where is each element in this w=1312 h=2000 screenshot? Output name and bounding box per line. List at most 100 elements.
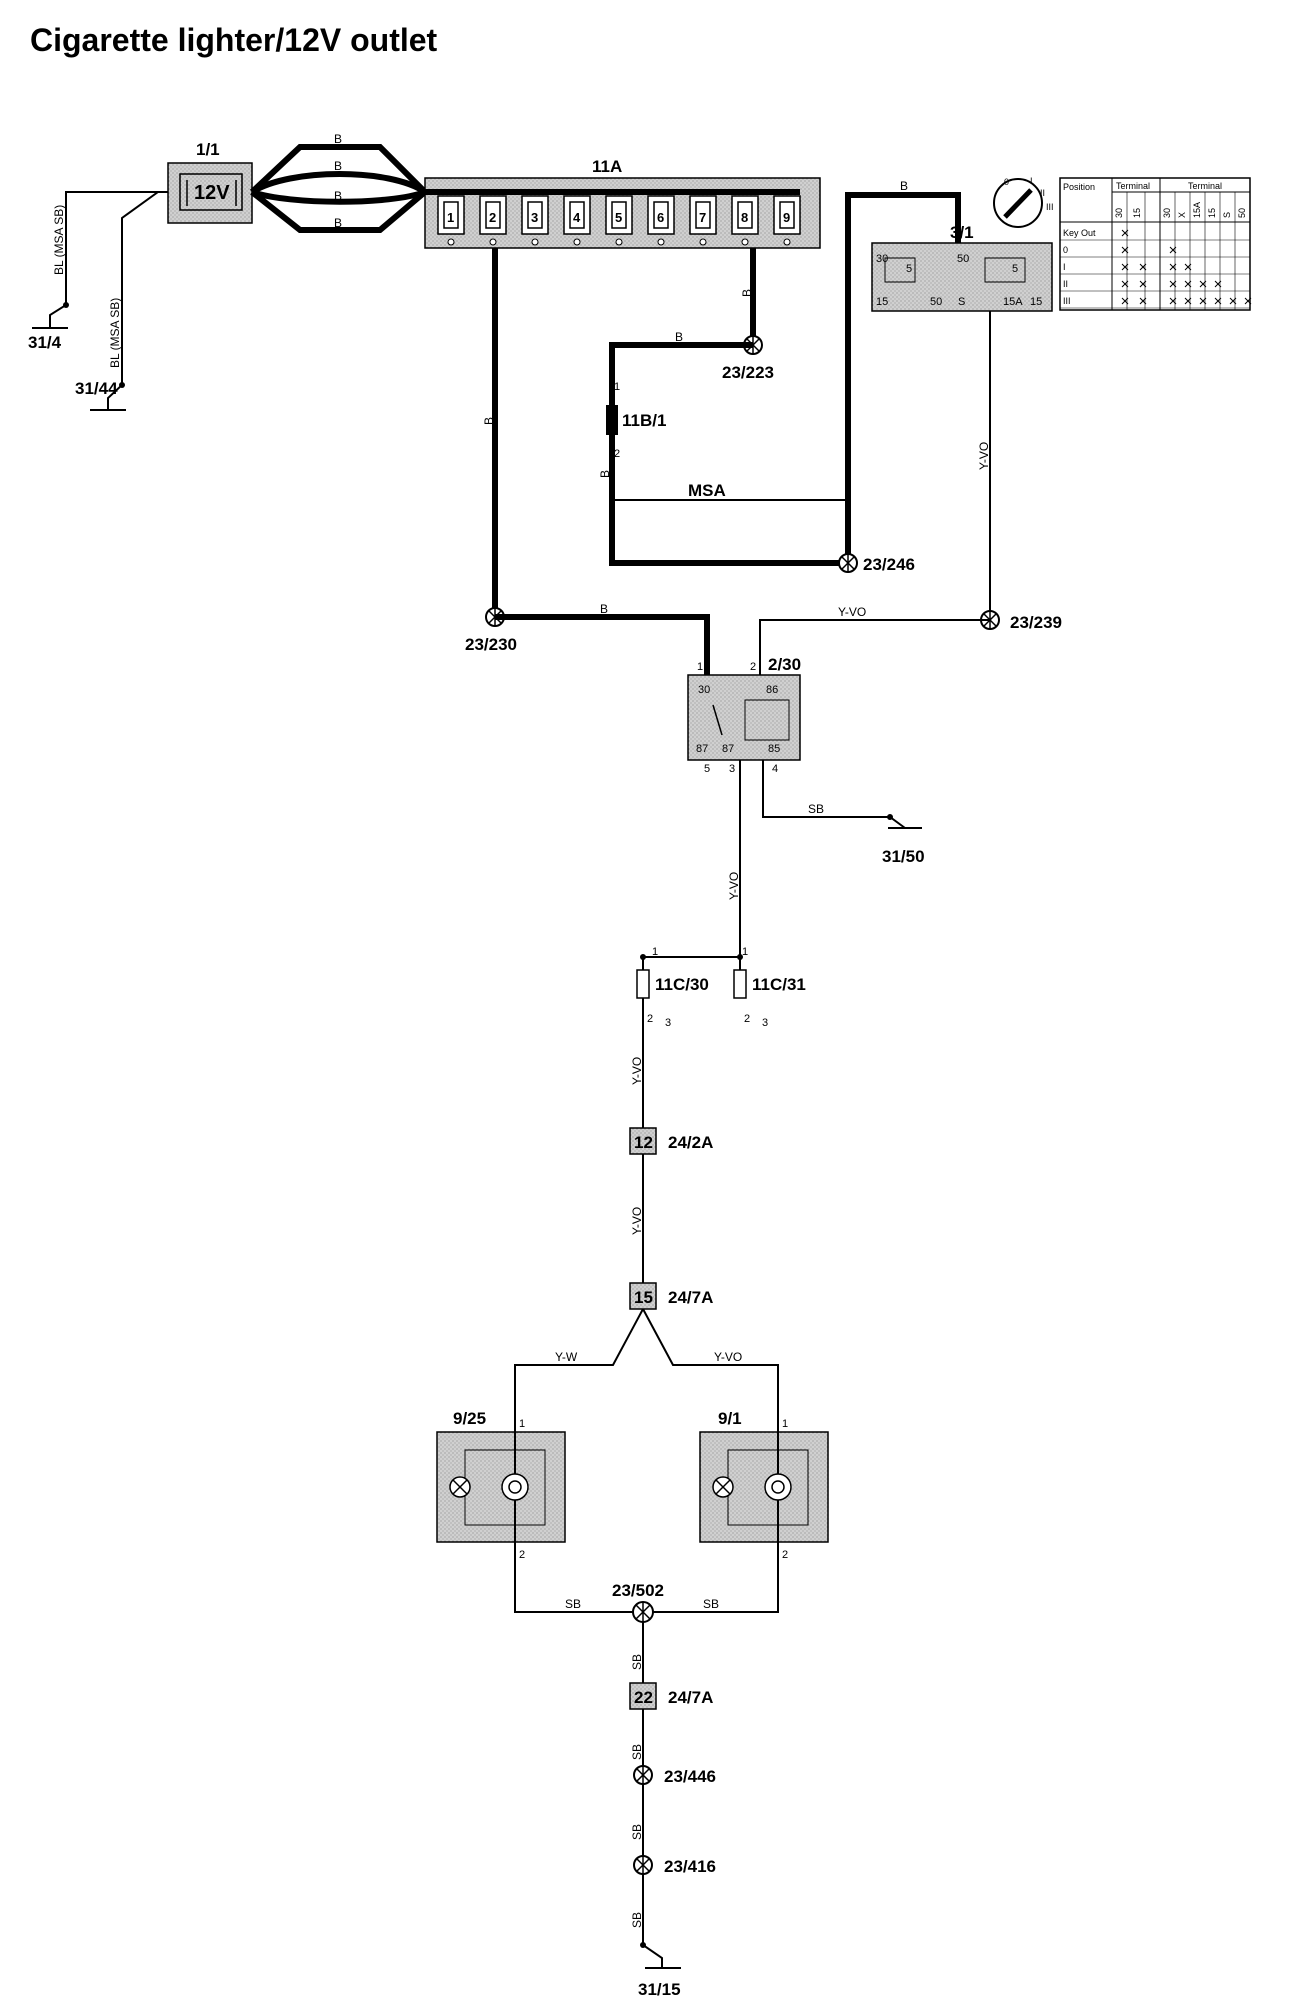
- svg-text:2: 2: [782, 1549, 788, 1561]
- lamp-9-1: 9/1 1 2: [699, 1409, 829, 1561]
- svg-text:Y-VO: Y-VO: [630, 1057, 644, 1085]
- svg-text:1: 1: [614, 381, 620, 393]
- wire-b-to-relay: [495, 614, 710, 680]
- svg-text:S: S: [958, 296, 965, 308]
- svg-text:B: B: [598, 470, 612, 478]
- svg-text:S: S: [1222, 212, 1232, 218]
- fuse-11c-30: 1 2 3 11C/30: [636, 946, 709, 1029]
- svg-text:2: 2: [744, 1013, 750, 1025]
- connector-24-2a: 12 24/2A: [629, 1127, 713, 1155]
- label-1-1: 1/1: [196, 140, 220, 159]
- fuse-number: 2: [489, 210, 496, 225]
- svg-text:SB: SB: [630, 1912, 644, 1928]
- svg-text:2: 2: [614, 448, 620, 460]
- svg-text:Y-W: Y-W: [555, 1350, 578, 1364]
- svg-text:B: B: [482, 417, 496, 425]
- svg-text:31/50: 31/50: [882, 847, 925, 866]
- wire-sb-lamp2: [643, 1542, 779, 1613]
- svg-text:III: III: [1063, 296, 1071, 306]
- svg-text:15: 15: [1132, 208, 1142, 218]
- wire-sb-31-50: [762, 760, 906, 829]
- label-11a: 11A: [592, 157, 622, 176]
- ground-31-15-symbol: 31/15: [638, 1967, 681, 1999]
- svg-text:Key Out: Key Out: [1063, 228, 1096, 238]
- connector-23-246: 23/246: [838, 553, 915, 574]
- svg-text:X: X: [1177, 212, 1187, 218]
- connector-24-7a-bottom: 22 24/7A: [629, 1682, 713, 1710]
- svg-text:SB: SB: [630, 1824, 644, 1840]
- svg-text:15: 15: [634, 1288, 653, 1307]
- svg-text:86: 86: [766, 684, 778, 696]
- svg-text:I: I: [1063, 262, 1066, 272]
- svg-text:22: 22: [634, 1688, 653, 1707]
- svg-text:SB: SB: [703, 1597, 719, 1611]
- svg-text:50: 50: [930, 296, 942, 308]
- svg-text:B: B: [740, 289, 754, 297]
- fuse-11c-31: 1 2 3 11C/31: [733, 946, 806, 1029]
- wire-label-b-3: B: [334, 189, 342, 203]
- connector-24-7a-top: 15 24/7A: [629, 1282, 713, 1310]
- svg-text:SB: SB: [565, 1597, 581, 1611]
- svg-text:II: II: [1063, 279, 1068, 289]
- svg-text:Y-VO: Y-VO: [977, 442, 991, 470]
- page-title: Cigarette lighter/12V outlet: [30, 22, 438, 58]
- svg-text:23/246: 23/246: [863, 555, 915, 574]
- svg-text:9/1: 9/1: [718, 1409, 742, 1428]
- wire-label-bl-msa-sb-2: BL (MSA SB): [108, 298, 122, 368]
- svg-text:5: 5: [704, 763, 710, 775]
- svg-text:Terminal: Terminal: [1116, 181, 1150, 191]
- svg-text:Y-VO: Y-VO: [714, 1350, 742, 1364]
- svg-text:2: 2: [750, 661, 756, 673]
- svg-text:Y-VO: Y-VO: [630, 1207, 644, 1235]
- svg-text:23/446: 23/446: [664, 1767, 716, 1786]
- svg-text:85: 85: [768, 743, 780, 755]
- lamp-9-25: 9/25 1 2: [436, 1409, 566, 1561]
- svg-text:23/502: 23/502: [612, 1581, 664, 1600]
- svg-text:15: 15: [1207, 208, 1217, 218]
- ignition-key-icon: 0 I II III: [993, 176, 1054, 228]
- svg-text:4: 4: [772, 763, 778, 775]
- svg-text:15: 15: [876, 296, 888, 308]
- fuse-number: 7: [699, 210, 706, 225]
- svg-text:9/25: 9/25: [453, 1409, 486, 1428]
- svg-text:1: 1: [782, 1418, 788, 1430]
- svg-text:11B/1: 11B/1: [622, 411, 666, 430]
- svg-text:15A: 15A: [1192, 202, 1202, 218]
- wire-yvo-9-1: [642, 1308, 779, 1432]
- label-msa: MSA: [688, 481, 726, 500]
- svg-text:24/7A: 24/7A: [668, 1288, 713, 1307]
- svg-text:11C/31: 11C/31: [752, 975, 806, 994]
- svg-text:II: II: [1040, 188, 1045, 198]
- wire-label-b-4: B: [334, 216, 342, 230]
- wire-yvo-to-relay86: [759, 619, 990, 680]
- label-3-1: 3/1: [950, 223, 974, 242]
- svg-text:I: I: [1030, 176, 1033, 186]
- fuse-number: 5: [615, 210, 622, 225]
- svg-text:3: 3: [665, 1017, 671, 1029]
- svg-text:SB: SB: [630, 1744, 644, 1760]
- label-12v: 12V: [194, 182, 230, 204]
- svg-text:11C/30: 11C/30: [655, 975, 709, 994]
- svg-text:Y-VO: Y-VO: [727, 872, 741, 900]
- svg-text:50: 50: [957, 253, 969, 265]
- svg-text:Terminal: Terminal: [1188, 181, 1222, 191]
- svg-text:24/2A: 24/2A: [668, 1133, 713, 1152]
- svg-text:23/223: 23/223: [722, 363, 774, 382]
- wire-sb-lamp1: [514, 1542, 643, 1613]
- svg-text:5: 5: [906, 263, 912, 275]
- svg-text:87: 87: [696, 743, 708, 755]
- fuse-number: 9: [783, 210, 790, 225]
- svg-text:30: 30: [1114, 208, 1124, 218]
- svg-text:B: B: [675, 330, 683, 344]
- svg-text:Y-VO: Y-VO: [838, 605, 866, 619]
- fuse-number: 3: [531, 210, 538, 225]
- fuse-number: 6: [657, 210, 664, 225]
- label-31-44: 31/44: [75, 379, 118, 398]
- svg-text:12: 12: [634, 1133, 653, 1152]
- svg-text:15A: 15A: [1003, 296, 1023, 308]
- svg-text:2/30: 2/30: [768, 655, 801, 674]
- connector-23-239: 23/239: [980, 610, 1062, 632]
- svg-text:2: 2: [647, 1013, 653, 1025]
